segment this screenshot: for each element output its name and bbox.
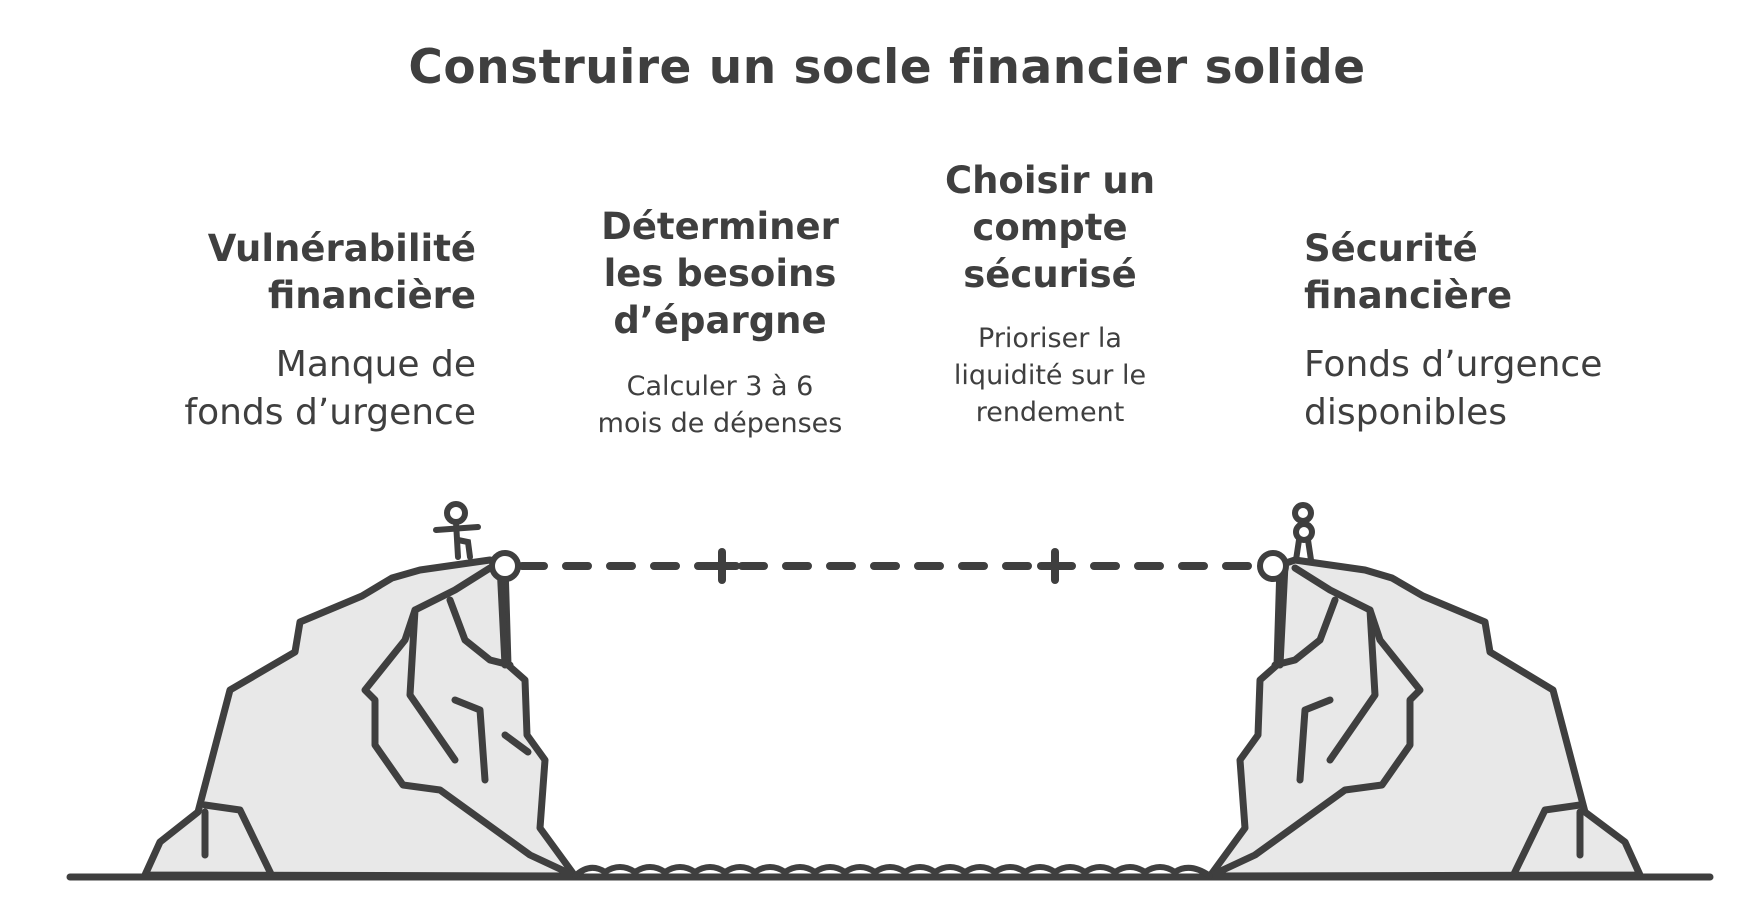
step-description: Calculer 3 à 6 mois de dépenses [597,371,843,439]
right-cliff-crack [1296,696,1334,784]
step-description: Fonds d’urgence disponibles [1304,344,1603,433]
left-person-icon [433,501,481,560]
left-cliff-shape [141,556,579,880]
right-person-icon [1292,502,1315,563]
bridge [489,548,1289,584]
left-cliff-inner [361,564,579,880]
step-vulnerability: Vulnérabilité financière Manque de fonds… [130,225,476,437]
left-cliff-crack [201,801,276,880]
left-cliff-crack [451,696,489,784]
right-cliff-crack [1326,606,1379,764]
left-anchor [489,550,521,582]
right-cliff-crack [1509,801,1584,880]
right-cliff-crack [1271,596,1339,669]
step-heading: Sécurité financière [1304,227,1513,317]
step-heading: Vulnérabilité financière [207,227,476,317]
water-waves [572,864,1213,879]
step-choose-account: Choisir un compte sécurisé Prioriser la … [900,157,1200,431]
step-description: Prioriser la liquidité sur le rendement [953,323,1147,428]
step-description: Manque de fonds d’urgence [184,344,476,433]
left-cliff [141,556,579,880]
step-heading: Déterminer les besoins d’épargne [601,205,839,342]
step-heading: Choisir un compte sécurisé [944,159,1156,296]
left-cliff-crack [406,606,459,764]
step-security: Sécurité financière Fonds d’urgence disp… [1304,225,1684,437]
left-cliff-crack [446,596,514,669]
diagram-title: Construire un socle financier solide [408,40,1366,95]
step-determine-needs: Déterminer les besoins d’épargne Calcule… [570,203,870,442]
right-cliff-shape [1206,556,1644,880]
right-anchor [1257,550,1289,582]
right-cliff [1206,556,1644,880]
left-cliff-crack [501,731,532,756]
right-cliff-inner [1206,564,1424,880]
